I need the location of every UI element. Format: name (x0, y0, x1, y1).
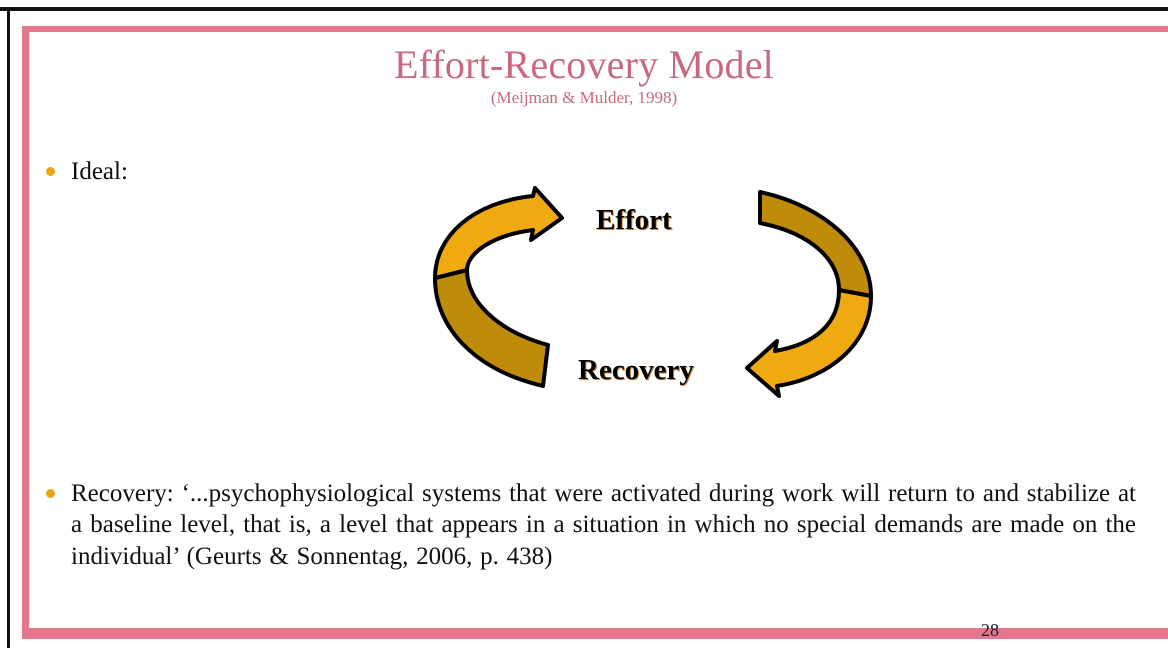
frame-border-bottom (22, 628, 1168, 639)
frame-border-top (22, 26, 1168, 32)
recovery-arrow-head-light (745, 288, 873, 398)
slide-subtitle-citation: (Meijman & Mulder, 1998) (490, 88, 678, 107)
outer-rule-top (0, 7, 1168, 11)
outer-rule-left (7, 7, 10, 648)
bullet-dot-icon (46, 167, 55, 176)
cycle-label-recovery: Recovery (578, 354, 694, 386)
slide-title: Effort-Recovery Model (393, 42, 774, 87)
bullet-dot-icon (46, 489, 55, 498)
page-number: 28 (981, 620, 999, 640)
bullet-text-ideal: Ideal: (71, 158, 128, 185)
bullet-item-recovery: Recovery: ‘...psychophysiological system… (46, 478, 1136, 572)
effort-arrow-head-light (433, 186, 564, 280)
recovery-arrow-tail-dark (758, 190, 873, 298)
cycle-label-effort: Effort (596, 204, 672, 236)
effort-arrow-tail-dark (433, 268, 550, 388)
frame-border-left (22, 26, 29, 634)
bullet-item-ideal: Ideal: (46, 156, 446, 187)
bullet-text-recovery: Recovery: ‘...psychophysiological system… (71, 480, 1136, 570)
effort-recovery-cycle-diagram (415, 178, 895, 408)
